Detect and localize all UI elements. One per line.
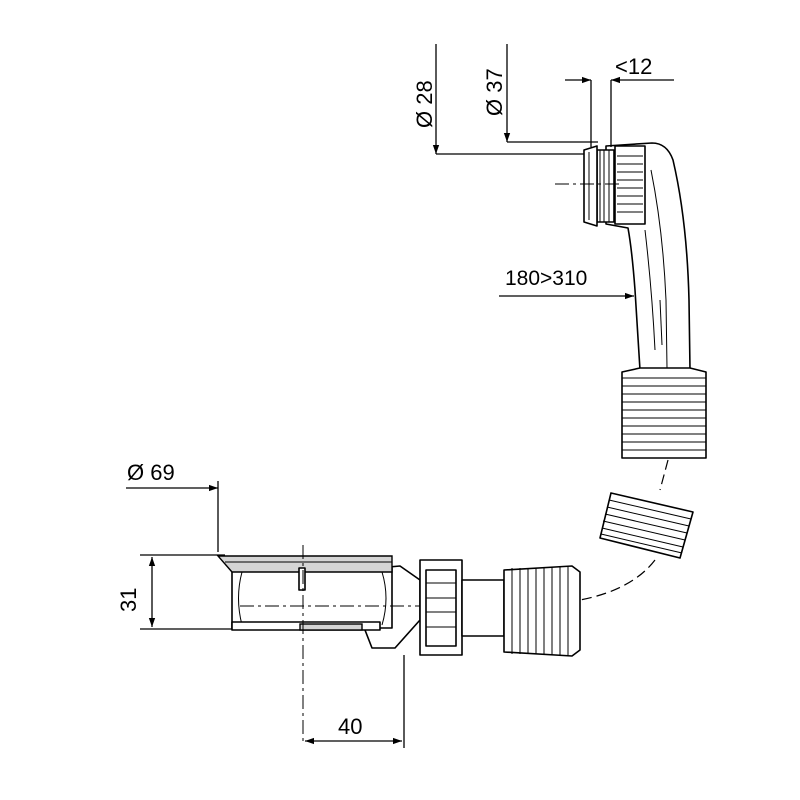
dimension-height-31: 31: [116, 588, 141, 612]
dimension-diameter-69: Ø 69: [127, 460, 175, 485]
middle-corrugated-hose: [599, 492, 694, 559]
dimension-diameter-28: Ø 28: [412, 80, 437, 128]
overflow-elbow: [555, 142, 691, 371]
dimension-range-180-310: 180>310: [505, 267, 587, 290]
lower-corrugated-hose: [503, 565, 581, 657]
collar-threads: [617, 155, 643, 213]
dimension-length-12: <12: [615, 54, 652, 79]
hose-path-dashed: [579, 459, 669, 601]
waste-body: [216, 545, 505, 742]
dimension-diameter-37: Ø 37: [482, 68, 507, 116]
upper-corrugated-hose: [621, 367, 707, 459]
dimension-lines: [126, 44, 674, 748]
dimension-offset-40: 40: [338, 714, 362, 739]
